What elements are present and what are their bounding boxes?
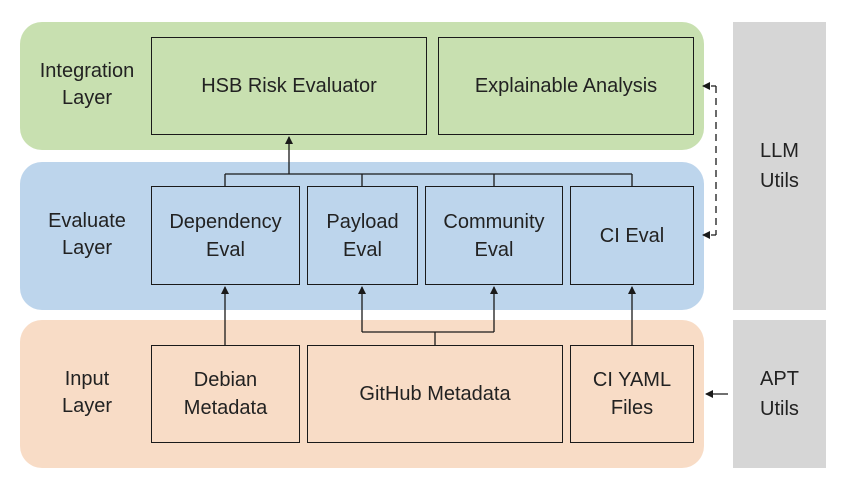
ci-yaml-files-box: CI YAML Files — [570, 345, 694, 443]
apt-utils-panel: APT Utils — [733, 320, 826, 468]
dependency-eval-box: Dependency Eval — [151, 186, 300, 285]
input-layer-label: Input Layer — [61, 368, 113, 417]
payload-eval-box: Payload Eval — [307, 186, 418, 285]
ci-eval-box: CI Eval — [570, 186, 694, 285]
github-metadata-box: GitHub Metadata — [307, 345, 563, 443]
community-eval-box: Community Eval — [425, 186, 563, 285]
hsb-risk-evaluator-box: HSB Risk Evaluator — [151, 37, 427, 135]
integration-layer-label: Integration Layer — [39, 60, 135, 109]
explainable-analysis-box: Explainable Analysis — [438, 37, 694, 135]
llm-utils-panel: LLM Utils — [733, 22, 826, 310]
debian-metadata-box: Debian Metadata — [151, 345, 300, 443]
evaluate-layer-label: Evaluate Layer — [48, 210, 126, 259]
